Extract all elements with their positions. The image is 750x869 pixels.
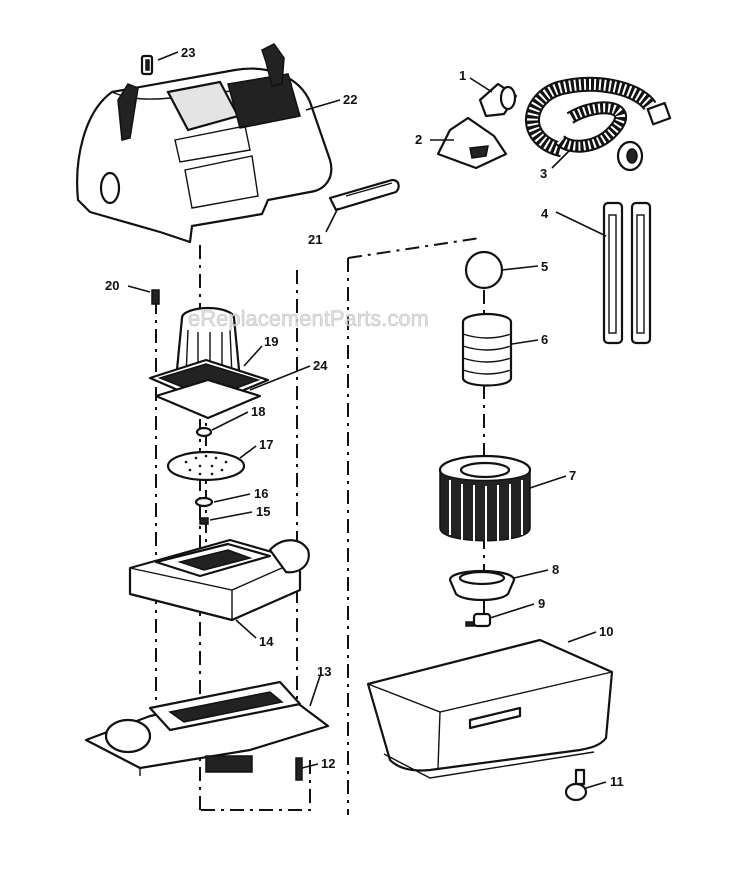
part-9-nut[interactable] <box>465 612 492 628</box>
callout-3: 3 <box>540 166 547 181</box>
part-21-latch[interactable] <box>328 178 400 212</box>
watermark: eReplacementParts.com <box>188 306 429 331</box>
callout-2: 2 <box>415 132 422 147</box>
part-22-motor-cover[interactable] <box>76 43 333 244</box>
part-1-nozzle[interactable] <box>478 82 518 118</box>
part-23-screw[interactable] <box>140 54 154 76</box>
callout-4: 4 <box>541 206 549 221</box>
callout-23: 23 <box>181 45 195 60</box>
callout-labels: 23 22 21 1 2 3 4 5 6 7 8 9 10 11 12 13 1… <box>105 45 624 789</box>
part-18-washer[interactable] <box>195 426 213 438</box>
part-7-cartridge-filter[interactable] <box>438 454 532 542</box>
part-12-screw[interactable] <box>295 757 303 781</box>
part-16-washer[interactable] <box>194 496 214 508</box>
callout-11: 11 <box>610 774 624 789</box>
callout-21: 21 <box>308 232 322 247</box>
callout-1: 1 <box>459 68 466 83</box>
callout-20: 20 <box>105 278 119 293</box>
leader-lines <box>127 51 607 789</box>
callout-13: 13 <box>317 664 331 679</box>
part-15-seal[interactable] <box>199 517 209 525</box>
callout-8: 8 <box>552 562 559 577</box>
part-2-floor-tool[interactable] <box>436 116 508 170</box>
part-20-screw[interactable] <box>151 289 160 305</box>
callout-12: 12 <box>321 756 335 771</box>
part-17-screen-disc[interactable] <box>166 450 246 482</box>
callout-9: 9 <box>538 596 545 611</box>
callout-7: 7 <box>569 468 576 483</box>
callout-18: 18 <box>251 404 265 419</box>
part-10-tank[interactable] <box>366 638 614 779</box>
part-11-caster[interactable] <box>564 768 588 802</box>
callout-6: 6 <box>541 332 548 347</box>
callout-24: 24 <box>313 358 328 373</box>
callout-22: 22 <box>343 92 357 107</box>
part-3-hose[interactable] <box>525 76 672 172</box>
callout-14: 14 <box>259 634 274 649</box>
callout-10: 10 <box>599 624 613 639</box>
callout-16: 16 <box>254 486 268 501</box>
part-24-gasket[interactable] <box>154 378 262 420</box>
part-14-motor-base[interactable] <box>128 538 310 622</box>
callout-19: 19 <box>264 334 278 349</box>
part-6-filter-cage[interactable] <box>461 312 513 387</box>
callout-15: 15 <box>256 504 270 519</box>
part-5-float-ball[interactable] <box>464 250 504 290</box>
part-4-extension-wands[interactable] <box>602 201 652 345</box>
part-13-base[interactable] <box>84 680 330 776</box>
part-8-filter-retainer[interactable] <box>448 569 516 602</box>
callout-5: 5 <box>541 259 548 274</box>
callout-17: 17 <box>259 437 273 452</box>
